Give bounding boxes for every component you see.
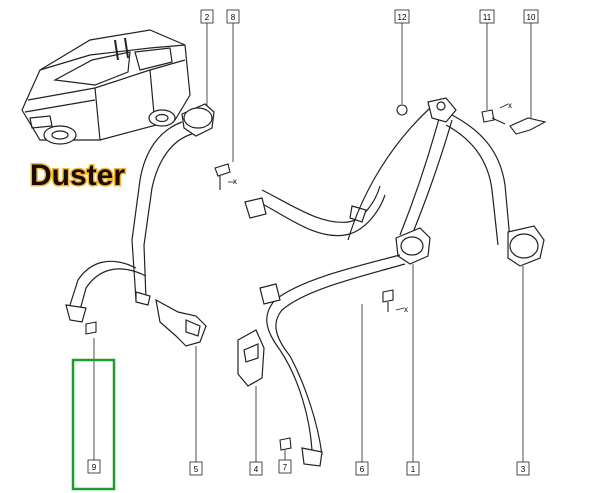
svg-text:10: 10 xyxy=(527,13,536,22)
axis-markers: x x x xyxy=(228,101,512,314)
svg-text:6: 6 xyxy=(360,465,365,474)
callout-12: 12 xyxy=(394,9,410,24)
svg-text:8: 8 xyxy=(231,13,236,22)
bolt-9-icon xyxy=(85,321,97,335)
callout-9: 9 xyxy=(87,459,101,474)
callout-4: 4 xyxy=(249,461,263,476)
callout-3: 3 xyxy=(516,461,530,476)
callout-11: 11 xyxy=(479,9,495,24)
brand-label: Duster xyxy=(30,159,125,192)
svg-text:3: 3 xyxy=(521,465,526,474)
svg-text:4: 4 xyxy=(254,465,259,474)
bolt-11-icon xyxy=(481,109,506,125)
svg-text:2: 2 xyxy=(205,13,210,22)
rear-left-belt xyxy=(65,103,215,347)
svg-text:7: 7 xyxy=(283,463,288,472)
svg-text:x: x xyxy=(508,101,512,110)
callout-6: 6 xyxy=(355,461,369,476)
svg-text:5: 5 xyxy=(194,465,199,474)
svg-text:1: 1 xyxy=(411,465,416,474)
center-belt xyxy=(244,185,386,237)
svg-text:x: x xyxy=(404,305,408,314)
svg-text:12: 12 xyxy=(398,13,407,22)
callout-5: 5 xyxy=(189,461,203,476)
part-9-highlight xyxy=(71,358,116,491)
bracket-10-icon xyxy=(509,117,547,135)
vehicle-illustration xyxy=(21,29,191,145)
front-belt xyxy=(237,97,545,467)
bolt-6-icon xyxy=(382,289,394,312)
nut-12-icon xyxy=(396,104,408,116)
leader-lines xyxy=(93,22,532,462)
svg-text:x: x xyxy=(233,177,237,186)
bolt-7-icon xyxy=(279,437,292,451)
callout-2: 2 xyxy=(200,9,214,24)
svg-text:11: 11 xyxy=(483,13,492,22)
bolt-8-icon xyxy=(214,163,231,190)
hardware-items xyxy=(85,104,547,451)
svg-text:9: 9 xyxy=(92,463,97,472)
callout-8: 8 xyxy=(226,9,240,24)
callout-1: 1 xyxy=(406,461,420,476)
callout-10: 10 xyxy=(523,9,539,24)
callout-7: 7 xyxy=(278,459,292,474)
